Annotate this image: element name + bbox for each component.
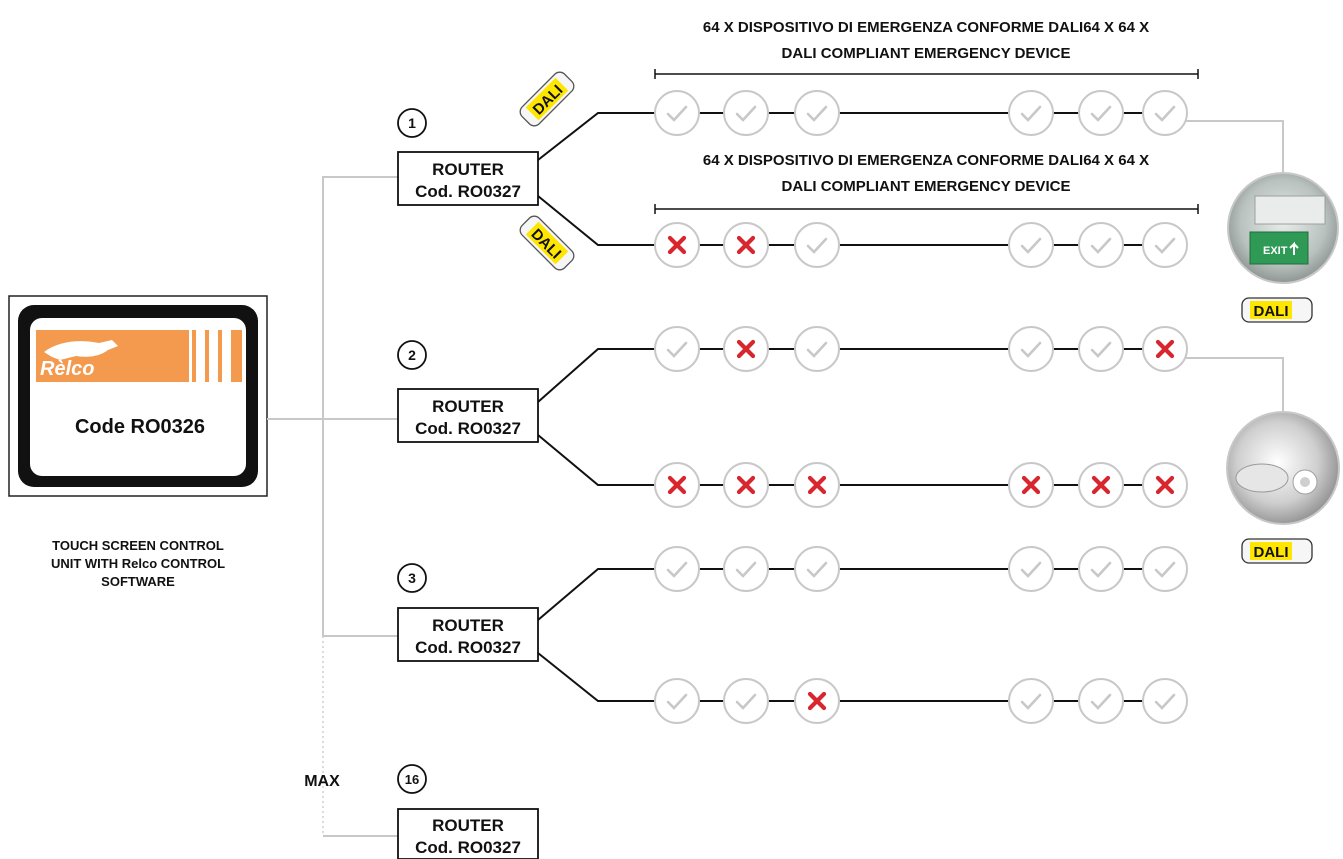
router-code: Cod. RO0327: [415, 838, 521, 857]
router-16: 16 ROUTER Cod. RO0327: [398, 765, 538, 859]
router-code: Cod. RO0327: [415, 638, 521, 657]
device-node-ok: [1009, 679, 1053, 723]
device-line-6: [655, 679, 1187, 723]
device-node-fail: [724, 327, 768, 371]
router-title: ROUTER: [432, 160, 504, 179]
svg-text:DALI COMPLIANT EMERGENCY DEVIC: DALI COMPLIANT EMERGENCY DEVICE: [782, 178, 1071, 195]
device-node-ok: [1009, 91, 1053, 135]
device-node-ok: [1009, 327, 1053, 371]
router-title: ROUTER: [432, 816, 504, 835]
device-node-ok: [1143, 547, 1187, 591]
device-node-ok: [795, 327, 839, 371]
exit-sign-text: EXIT: [1263, 245, 1288, 257]
device-node-ok: [1079, 327, 1123, 371]
device-node-fail: [1009, 463, 1053, 507]
brand-logo-text: Rèlco: [40, 358, 94, 380]
device-node-ok: [1079, 547, 1123, 591]
device-node-ok: [1079, 679, 1123, 723]
svg-text:DALI: DALI: [1254, 303, 1289, 320]
device-line-1: [655, 91, 1187, 135]
device-node-ok: [655, 91, 699, 135]
controller-caption-line-1: TOUCH SCREEN CONTROL: [52, 538, 224, 553]
control-bus: [267, 177, 398, 636]
router-title: ROUTER: [432, 616, 504, 635]
device-node-fail: [655, 223, 699, 267]
device-node-ok: [724, 547, 768, 591]
device-node-ok: [795, 91, 839, 135]
dali-tag-upper: DALI: [517, 69, 576, 128]
device-node-ok: [655, 679, 699, 723]
dali-tag-lower: DALI: [517, 213, 576, 272]
device-node-ok: [795, 547, 839, 591]
controller-caption-line-3: SOFTWARE: [101, 574, 175, 589]
dali-tag-lamp: DALI: [1242, 539, 1312, 563]
device-node-fail: [1079, 463, 1123, 507]
device-node-ok: [724, 679, 768, 723]
device-node-fail: [724, 223, 768, 267]
device-node-ok: [1143, 91, 1187, 135]
dali-tag-exit: DALI: [1242, 298, 1312, 322]
router-2: 2 ROUTER Cod. RO0327: [398, 341, 538, 442]
device-line-caption-1: 64 X DISPOSITIVO DI EMERGENZA CONFORME D…: [655, 19, 1198, 79]
controller-unit: Rèlco Code RO0326: [9, 296, 267, 496]
device-node-fail: [795, 679, 839, 723]
svg-text:DALI COMPLIANT EMERGENCY DEVIC: DALI COMPLIANT EMERGENCY DEVICE: [782, 45, 1071, 62]
device-node-fail: [1143, 463, 1187, 507]
device-range-bracket: [655, 69, 1198, 79]
device-node-ok: [1009, 547, 1053, 591]
device-line-4: [655, 463, 1187, 507]
device-line-2: [655, 223, 1187, 267]
router-branches: [538, 113, 655, 701]
router-number: 16: [405, 772, 419, 787]
device-line-caption-2: 64 X DISPOSITIVO DI EMERGENZA CONFORME D…: [655, 152, 1198, 214]
exit-sign-device: EXIT: [1228, 173, 1338, 283]
device-range-bracket: [655, 204, 1198, 214]
router-1: 1 ROUTER Cod. RO0327: [398, 109, 538, 205]
device-node-fail: [795, 463, 839, 507]
svg-text:DALI: DALI: [1254, 544, 1289, 561]
device-node-ok: [1143, 679, 1187, 723]
device-node-ok: [1009, 223, 1053, 267]
device-line-5: [655, 547, 1187, 591]
device-node-ok: [655, 547, 699, 591]
device-node-ok: [655, 327, 699, 371]
device-node-ok: [724, 91, 768, 135]
device-node-ok: [1079, 223, 1123, 267]
device-node-ok: [1143, 223, 1187, 267]
router-3: 3 ROUTER Cod. RO0327: [398, 564, 538, 661]
router-number: 1: [408, 115, 416, 131]
device-line-3: [655, 327, 1187, 371]
device-node-fail: [724, 463, 768, 507]
controller-caption-line-2: UNIT WITH Relco CONTROL: [51, 556, 225, 571]
router-code: Cod. RO0327: [415, 419, 521, 438]
svg-text:64 X DISPOSITIVO DI EMERGENZA: 64 X DISPOSITIVO DI EMERGENZA CONFORME D…: [703, 19, 1149, 36]
emergency-lamp-device: [1227, 412, 1339, 524]
device-node-fail: [655, 463, 699, 507]
controller-code: Code RO0326: [75, 416, 205, 438]
device-node-ok: [1079, 91, 1123, 135]
device-node-fail: [1143, 327, 1187, 371]
router-number: 2: [408, 347, 416, 363]
device-node-ok: [795, 223, 839, 267]
max-label: MAX: [304, 773, 340, 790]
router-title: ROUTER: [432, 397, 504, 416]
svg-text:64 X DISPOSITIVO DI EMERGENZA: 64 X DISPOSITIVO DI EMERGENZA CONFORME D…: [703, 152, 1149, 169]
router-number: 3: [408, 570, 416, 586]
router-code: Cod. RO0327: [415, 182, 521, 201]
